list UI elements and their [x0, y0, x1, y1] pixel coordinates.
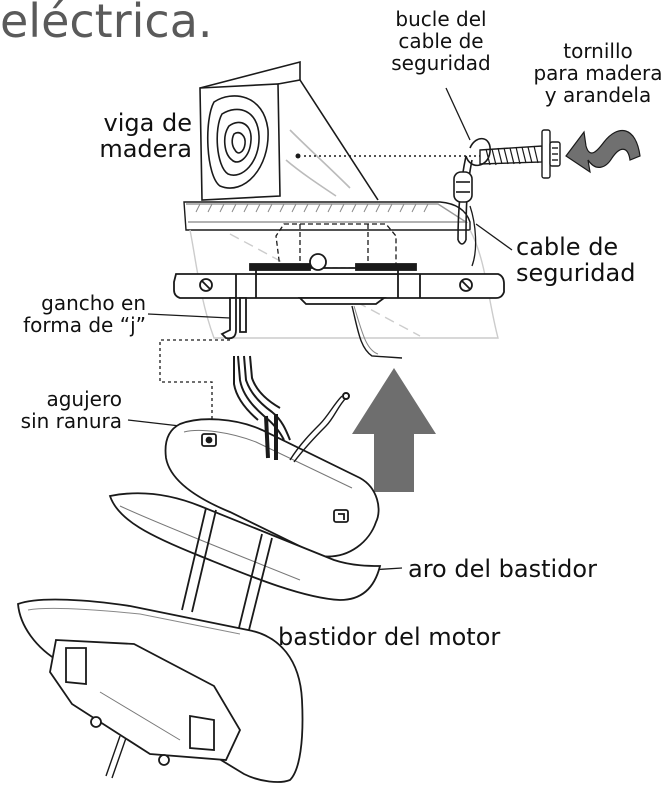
mounting-bracket: [173, 253, 505, 305]
label-j-hook: gancho en forma de “j”: [23, 291, 146, 337]
j-hook: [220, 297, 247, 340]
ceiling-joist: [183, 201, 499, 339]
page-title: eléctrica.: [0, 0, 213, 48]
leader-unslotted: [127, 419, 181, 427]
house-wires: [351, 305, 403, 359]
fan-wires: [233, 355, 350, 463]
housing-ring: [108, 418, 382, 601]
junction-box: [275, 223, 397, 269]
label-wood-screw-washer: tornillo para madera y arandela: [533, 39, 663, 107]
label-safety-cable: cable de seguridad: [516, 233, 636, 287]
up-arrow-icon: [352, 368, 436, 492]
motor-housing: [17, 507, 304, 783]
leader-j-hook: [147, 313, 231, 319]
wood-beam: [199, 60, 379, 201]
label-motor-housing: bastidor del motor: [278, 623, 501, 651]
label-housing-ring: aro del bastidor: [408, 555, 597, 583]
label-safety-cable-loop: bucle del cable de seguridad: [391, 7, 491, 75]
rotate-arrow-icon: [565, 129, 641, 174]
leader-cable-loop: [445, 87, 471, 141]
wood-screw: [479, 129, 561, 179]
label-unslotted-hole: agujero sin ranura: [20, 387, 122, 433]
leader-safety-cable: [475, 223, 513, 251]
label-wood-beam: viga de madera: [99, 109, 192, 163]
beam-hole: [295, 153, 301, 159]
safety-cable: [453, 137, 491, 267]
